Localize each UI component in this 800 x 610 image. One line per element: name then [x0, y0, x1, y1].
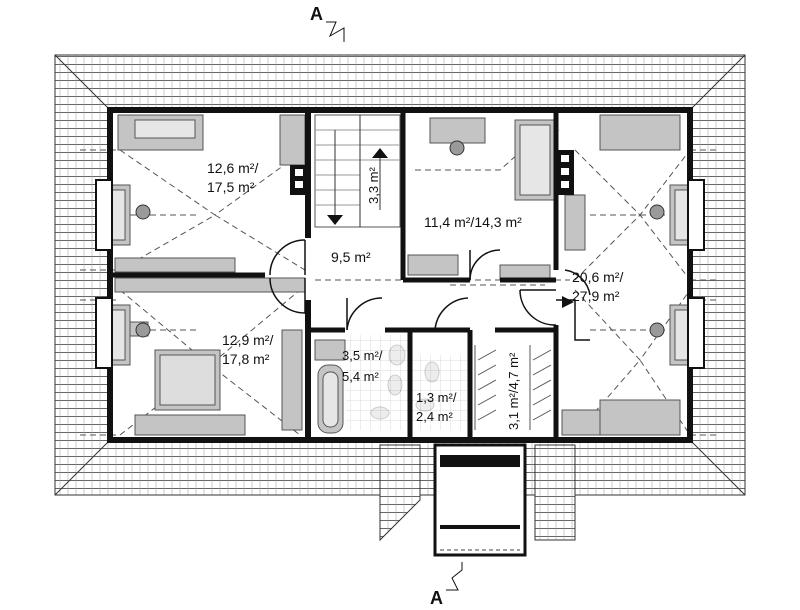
- chairs: [135, 140, 665, 338]
- room-label: 17,8 m²: [222, 351, 270, 367]
- room-label: 2,4 m²: [416, 409, 454, 424]
- room-label: 5,4 m²: [342, 369, 380, 384]
- bathroom-floor: [346, 335, 408, 430]
- room-labels: 12,6 m²/ 17,5 m² 12,9 m²/ 17,8 m² 9,5 m²…: [207, 160, 623, 430]
- doors: [269, 239, 591, 341]
- entry-arrow: [562, 296, 574, 308]
- room-label: 27,9 m²: [572, 288, 620, 304]
- room-label: 1,3 m²/: [416, 390, 457, 405]
- svg-text:A: A: [430, 588, 443, 608]
- room-label: 3,3 m²: [366, 166, 381, 204]
- section-mark-top: A: [310, 4, 345, 42]
- room-label: 3,1 m²/4,7 m²: [506, 352, 521, 430]
- room-label: 20,6 m²/: [572, 269, 623, 285]
- wc-floor: [412, 355, 467, 430]
- staircase: [314, 114, 401, 228]
- porch: [433, 443, 527, 557]
- walls: [107, 107, 693, 443]
- wardrobe-shelves: [474, 345, 552, 430]
- room-label: 12,9 m²/: [222, 332, 273, 348]
- dormer-windows: [95, 179, 705, 369]
- room-label: 17,5 m²: [207, 179, 255, 195]
- room-label: 11,4 m²/14,3 m²: [424, 214, 522, 230]
- chimney-flues: [295, 155, 569, 188]
- chimneys: [290, 150, 574, 195]
- room-label: 9,5 m²: [331, 249, 371, 265]
- svg-text:A: A: [310, 4, 323, 24]
- room-label: 12,6 m²/: [207, 160, 258, 176]
- section-mark-bottom: A: [430, 562, 463, 608]
- room-label: 3,5 m²/: [342, 348, 383, 363]
